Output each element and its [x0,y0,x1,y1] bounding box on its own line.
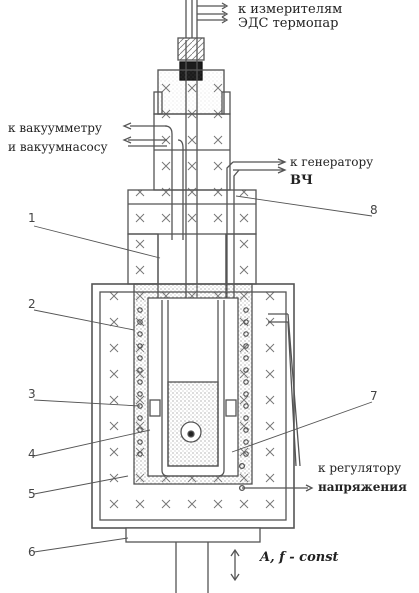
part-number-6: 6 [28,545,36,559]
generator-label-line1: к генератору [290,155,373,169]
part-numbers: 1 2 3 4 5 6 7 8 [28,203,378,559]
regulator-label-line1: к регулятору [318,461,401,475]
thermocouple-wires [185,0,229,40]
generator-label-line2: ВЧ [290,173,313,188]
regulator-label-line2: напряжения [318,480,407,494]
induction-coil [137,307,249,457]
part-number-5: 5 [28,487,36,501]
vacuum-line [122,122,184,240]
part-number-3: 3 [28,387,36,401]
emf-label-line2: ЭДС термопар [238,16,338,31]
crucible [149,300,237,477]
top-seal [153,37,231,115]
regulator-wires [238,313,314,492]
vibration-arrow-icon [230,548,240,582]
part-number-2: 2 [28,297,36,311]
constant-label: A, f - const [258,550,339,565]
part-number-1: 1 [28,211,36,225]
middle-flange [127,189,257,235]
part-number-8: 8 [370,203,378,217]
vacuum-label-line1: к вакуумметру [8,121,102,135]
part-number-4: 4 [28,447,36,461]
emf-label-line1: к измерителям [238,2,342,17]
part-number-7: 7 [370,389,378,403]
base-plate [125,527,261,593]
vacuum-label-line2: и вакуумнасосу [8,140,108,154]
leader-lines [33,195,373,553]
connection-labels: к измерителям ЭДС термопар к вакуумметру… [8,2,407,565]
